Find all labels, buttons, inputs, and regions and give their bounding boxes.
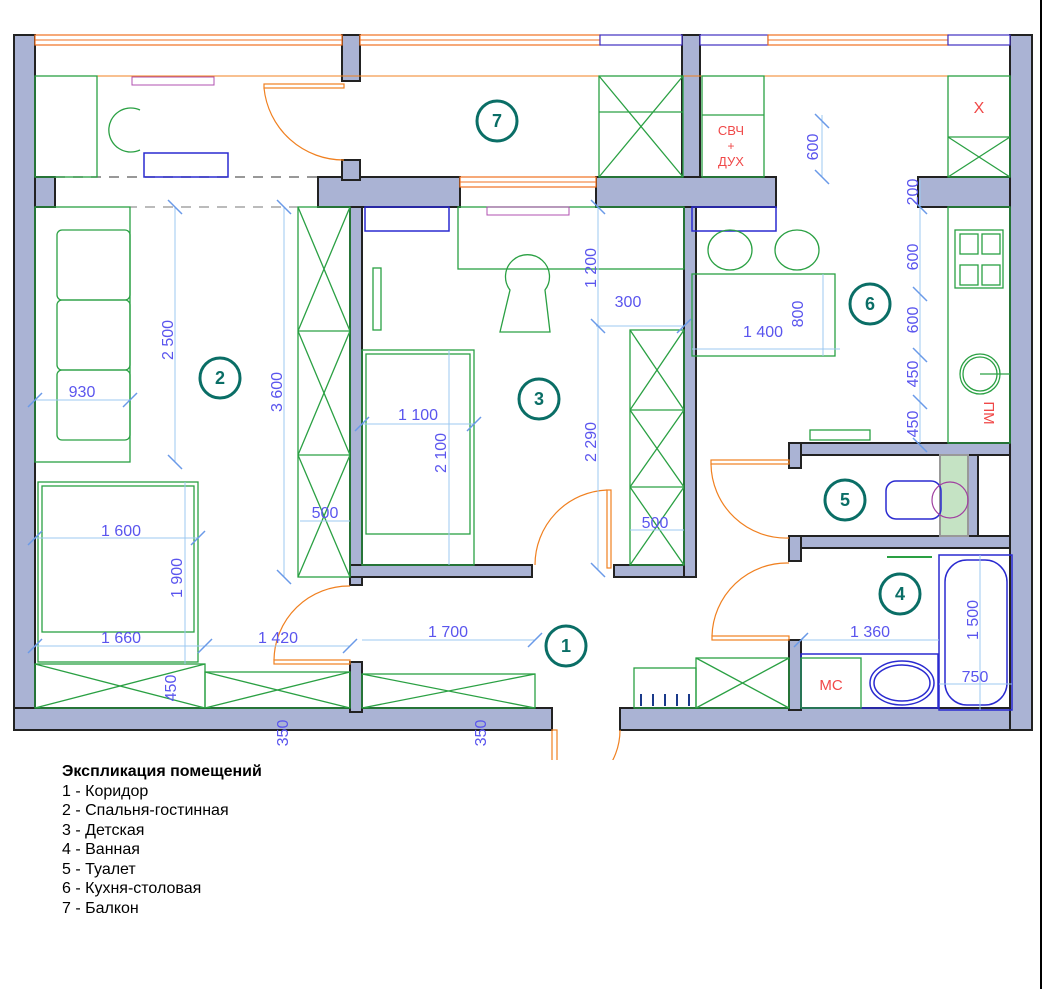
dim-label: 750 xyxy=(962,669,989,686)
dim-label: 600 xyxy=(805,134,822,161)
svg-text:3: 3 xyxy=(534,389,544,409)
dim-label: 1 200 xyxy=(583,248,600,288)
dim-label: 600 xyxy=(905,307,922,334)
legend-item: 2 - Спальня-гостинная xyxy=(62,802,229,819)
room-marker-2: 2 xyxy=(198,356,242,400)
dishwasher-label: ПМ xyxy=(980,401,997,424)
legend-item: 7 - Балкон xyxy=(62,899,139,917)
dim-label: 1 900 xyxy=(169,558,186,598)
svg-text:1: 1 xyxy=(561,636,571,656)
dim-label: 500 xyxy=(642,515,669,532)
legend-title: Экспликация помещений xyxy=(62,763,262,780)
windows xyxy=(34,34,1011,208)
fridge-mark: X xyxy=(974,100,985,117)
room-marker-7: 7 xyxy=(475,99,519,143)
legend-item: 4 - Ванная xyxy=(62,841,140,858)
legend-item: 1 - Коридор xyxy=(62,782,149,800)
appliance-labels: СВЧ + ДУХ X ПМ МС xyxy=(718,100,997,694)
dim-label: 1 400 xyxy=(743,324,783,341)
dim-label: 3 600 xyxy=(269,372,286,412)
washing-machine-label: МС xyxy=(819,677,842,694)
dim-label: 200 xyxy=(905,179,922,206)
svg-text:4: 4 xyxy=(895,584,905,604)
microwave-label: СВЧ xyxy=(718,123,744,138)
dim-label: 2 290 xyxy=(583,422,600,462)
dim-label: 1 500 xyxy=(965,600,982,640)
oven-label: ДУХ xyxy=(718,154,744,169)
dim-label: 350 xyxy=(473,720,490,747)
dim-label: 1 420 xyxy=(258,630,298,647)
dimension-lines xyxy=(27,113,1012,710)
room-legend: Экспликация помещений 1 - Коридор 2 - Сп… xyxy=(62,762,262,918)
room-marker-1: 1 xyxy=(544,624,588,668)
floor-plan: 2 500 3 600 930 1 100 2 100 2 290 1 200 … xyxy=(13,34,1033,760)
dim-label: 2 100 xyxy=(433,433,450,473)
plus-label: + xyxy=(727,139,734,153)
room-marker-5: 5 xyxy=(823,478,867,522)
dim-label: 800 xyxy=(790,301,807,328)
dim-label: 1 100 xyxy=(398,407,438,424)
dim-label: 600 xyxy=(905,244,922,271)
page-edge-line xyxy=(1040,0,1042,989)
room-marker-3: 3 xyxy=(517,377,561,421)
room-markers: 1 2 3 4 5 6 7 xyxy=(198,99,922,668)
dim-label: 300 xyxy=(615,294,642,311)
svg-text:5: 5 xyxy=(840,490,850,510)
dim-label: 500 xyxy=(312,505,339,522)
dim-label: 2 500 xyxy=(160,320,177,360)
dim-label: 1 700 xyxy=(428,624,468,641)
dim-label: 1 360 xyxy=(850,624,890,641)
dim-label: 350 xyxy=(275,720,292,747)
dim-label: 1 660 xyxy=(101,630,141,647)
dimension-labels: 2 500 3 600 930 1 100 2 100 2 290 1 200 … xyxy=(69,134,989,747)
svg-text:6: 6 xyxy=(865,294,875,314)
dim-label: 450 xyxy=(905,361,922,388)
svg-text:7: 7 xyxy=(492,111,502,131)
dim-label: 930 xyxy=(69,384,96,401)
room-marker-6: 6 xyxy=(848,282,892,326)
dim-label: 450 xyxy=(905,411,922,438)
legend-item: 5 - Туалет xyxy=(62,860,136,878)
furniture xyxy=(34,75,1013,711)
legend-item: 6 - Кухня-столовая xyxy=(62,880,202,897)
dim-label: 450 xyxy=(163,675,180,702)
legend-item: 3 - Детская xyxy=(62,821,145,839)
svg-text:2: 2 xyxy=(215,368,225,388)
doors xyxy=(263,83,790,760)
room-marker-4: 4 xyxy=(878,572,922,616)
dim-label: 1 600 xyxy=(101,523,141,540)
